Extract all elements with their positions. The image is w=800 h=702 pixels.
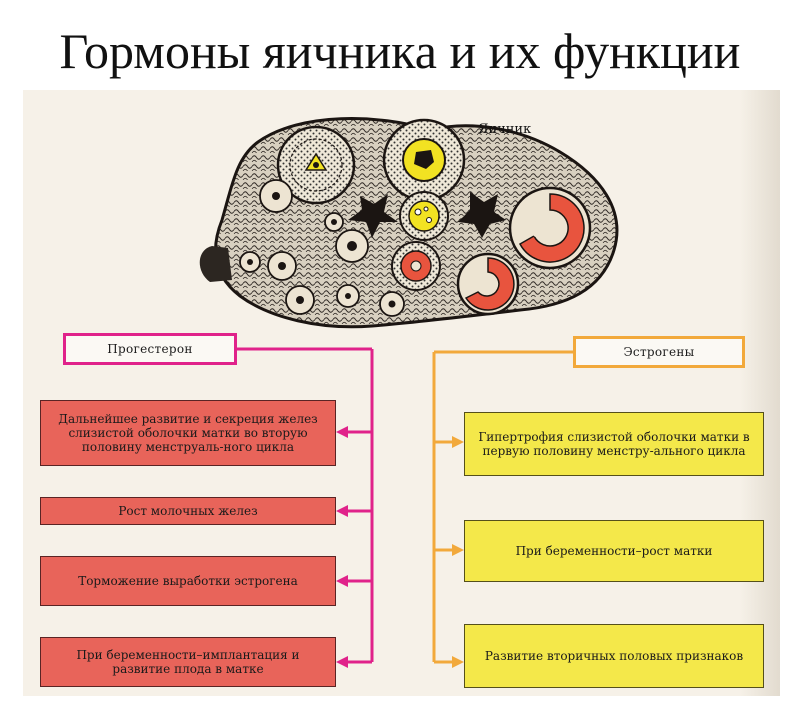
progesterone-effect-text: Торможение выработки эстрогена xyxy=(78,573,298,588)
atretic-body-1 xyxy=(348,194,398,238)
graafian-follicle xyxy=(382,118,466,202)
ovary-label: Яичник xyxy=(478,122,532,137)
estrogen-effect-text: При беременности–рост матки xyxy=(515,543,713,558)
primordial-follicle-nuclei xyxy=(247,192,396,308)
progesterone-header-text: Прогестерон xyxy=(107,341,193,356)
estrogen-header-text: Эстрогены xyxy=(623,344,695,359)
estrogen-connectors xyxy=(432,350,573,664)
atretic-body-2 xyxy=(458,192,506,238)
corpus-luteum-small xyxy=(456,252,520,316)
estrogen-effect-text: Гипертрофия слизистой оболочки матки в п… xyxy=(478,429,750,458)
progesterone-effect-text: Дальнейшее развитие и секреция желез сли… xyxy=(58,411,318,455)
estrogen-effect-text: Развитие вторичных половых признаков xyxy=(484,648,744,663)
progesterone-effect-box: Торможение выработки эстрогена xyxy=(40,556,336,606)
maturing-follicle xyxy=(399,191,449,241)
progesterone-effect-text: Рост молочных желез xyxy=(118,503,258,518)
page-title: Гормоны яичника и их функции xyxy=(59,23,741,79)
estrogen-header: Эстрогены xyxy=(573,336,745,368)
progesterone-arrowheads xyxy=(336,426,348,668)
corpus-luteum-large xyxy=(508,186,592,270)
progesterone-effect-box: Рост молочных желез xyxy=(40,497,336,525)
estrogen-arrowheads xyxy=(452,436,464,668)
page-edge-shadow xyxy=(740,90,780,696)
estrogen-effect-box: При беременности–рост матки xyxy=(464,520,764,582)
progesterone-header: Прогестерон xyxy=(63,333,237,365)
progesterone-effect-box: При беременности–имплантация и развитие … xyxy=(40,637,336,687)
progesterone-effect-box: Дальнейшее развитие и секреция желез сли… xyxy=(40,400,336,466)
growing-follicle-large xyxy=(276,125,356,205)
estrogen-effect-box: Развитие вторичных половых признаков xyxy=(464,624,764,688)
progesterone-effect-text: При беременности–имплантация и развитие … xyxy=(76,647,300,676)
ovary-illustration xyxy=(199,117,619,329)
bleeding-follicle xyxy=(391,241,441,291)
ovary-hilum xyxy=(199,246,232,282)
estrogen-effect-box: Гипертрофия слизистой оболочки матки в п… xyxy=(464,412,764,476)
